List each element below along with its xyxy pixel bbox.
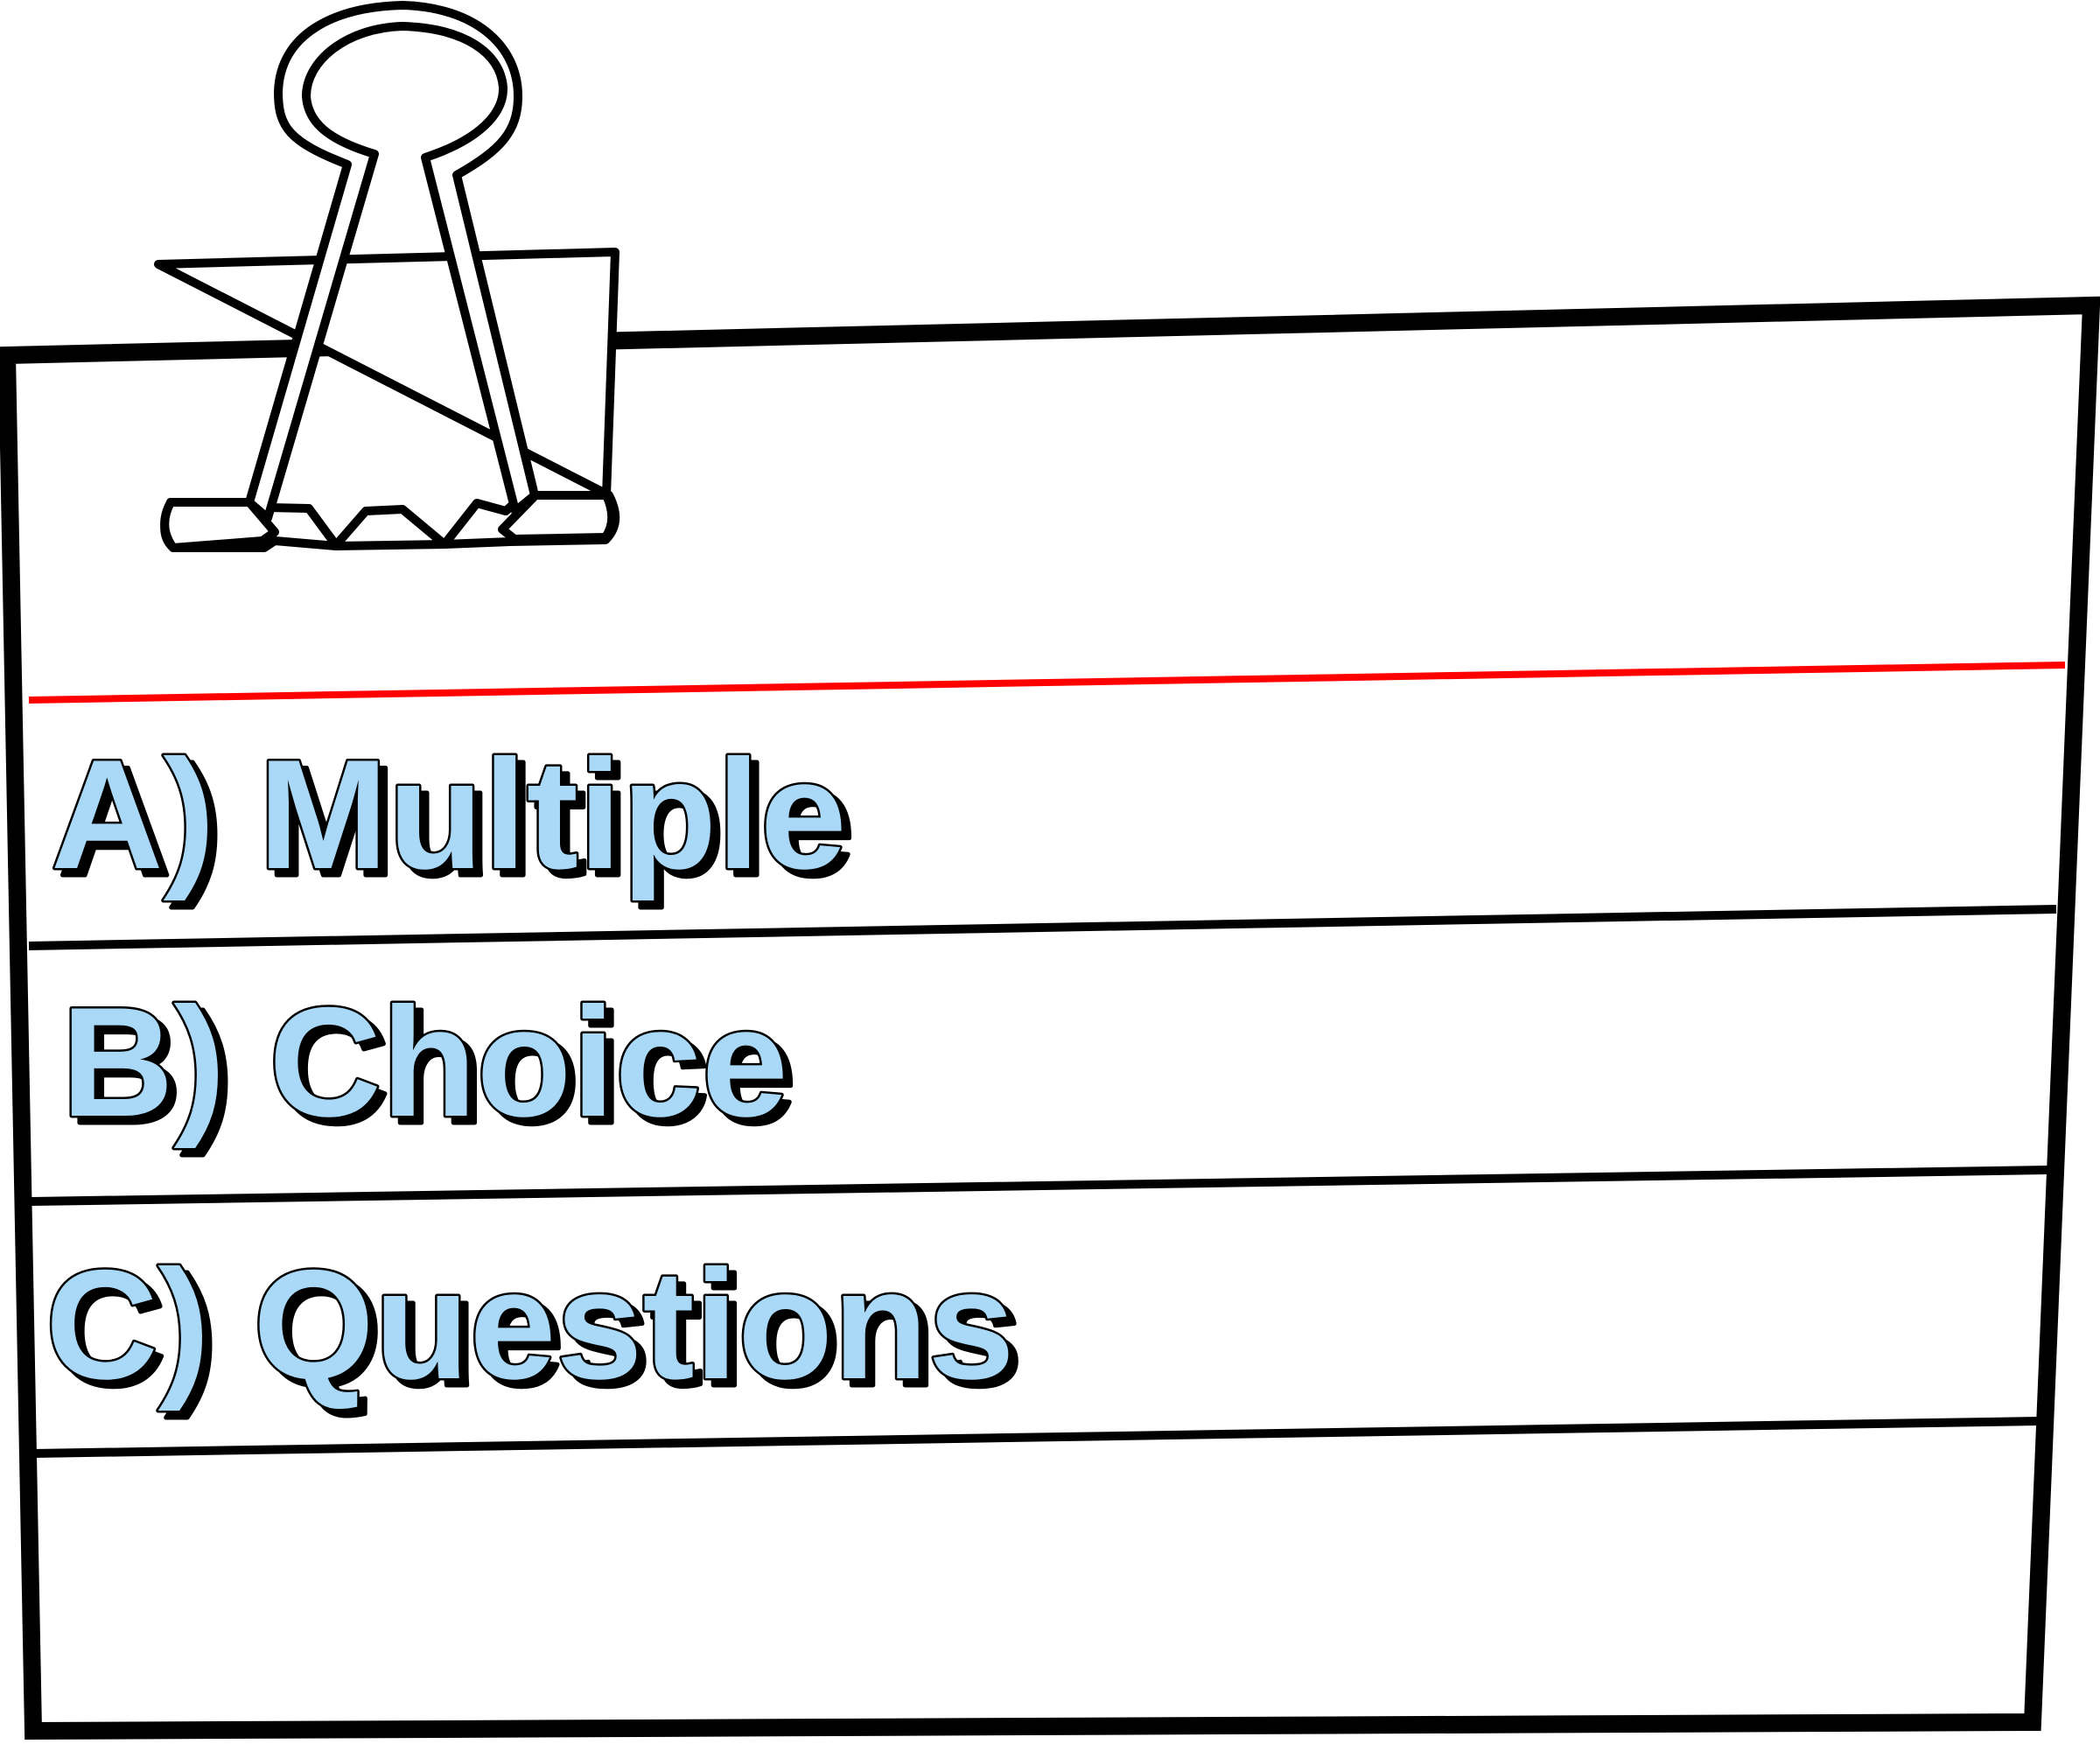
clip-jaw-right xyxy=(498,491,617,543)
choice-c-label: C) Questions xyxy=(46,1237,1015,1411)
clip-jaw-left xyxy=(160,498,279,552)
header-rule xyxy=(28,662,2066,704)
choice-b-label: B) Choice xyxy=(61,975,788,1149)
clip-handle-outer xyxy=(245,1,539,522)
index-card xyxy=(0,296,2100,1740)
choice-a-shadow: A) Multiple xyxy=(59,734,855,908)
choice-b: B) Choice B) Choice xyxy=(60,973,799,1159)
choice-a-label: A) Multiple xyxy=(51,727,847,901)
card-line-3 xyxy=(32,1417,2040,1458)
card-line-2 xyxy=(31,1166,2048,1206)
choice-a: A) Multiple A) Multiple xyxy=(49,725,858,911)
card-line-1 xyxy=(28,905,2057,950)
choice-c-shadow: C) Questions xyxy=(53,1244,1023,1418)
choice-b-shadow: B) Choice xyxy=(69,982,796,1156)
binder-clip-icon xyxy=(154,1,620,552)
choice-c: C) Questions C) Questions xyxy=(44,1236,1026,1421)
